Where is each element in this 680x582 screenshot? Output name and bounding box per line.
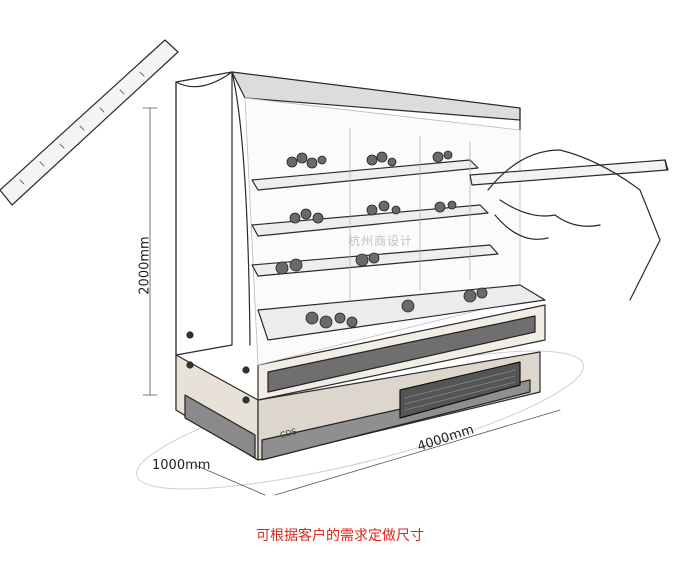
height-dimension-label: 2000mm — [137, 236, 153, 295]
watermark-text: 杭州商设计 — [348, 234, 414, 248]
customization-caption: 可根据客户的需求定做尺寸 — [256, 528, 424, 544]
depth-dimension-label: 1000mm — [152, 458, 211, 473]
